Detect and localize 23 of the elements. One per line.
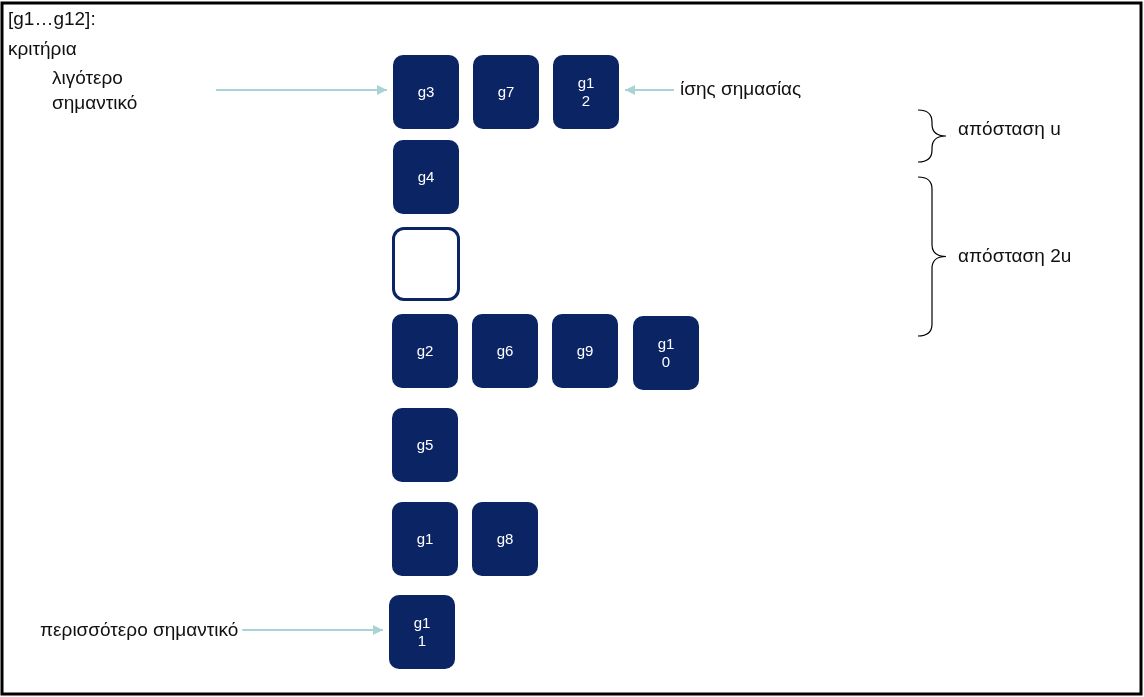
criterion-box: g3 bbox=[393, 55, 459, 129]
criterion-box: g2 bbox=[392, 314, 458, 388]
annotation-text: απόσταση 2u bbox=[958, 245, 1072, 268]
criterion-box: g5 bbox=[392, 408, 458, 482]
criterion-box: g4 bbox=[393, 140, 459, 214]
criterion-box: g1 2 bbox=[553, 55, 619, 129]
arrow bbox=[215, 85, 388, 95]
annotation-text: κριτήρια bbox=[8, 38, 77, 61]
criterion-box: g6 bbox=[472, 314, 538, 388]
annotation-text: [g1…g12]: bbox=[8, 8, 96, 31]
criterion-box: g1 1 bbox=[389, 595, 455, 669]
criterion-box: g1 0 bbox=[633, 316, 699, 390]
criterion-box: g9 bbox=[552, 314, 618, 388]
arrow bbox=[241, 625, 384, 635]
arrow bbox=[624, 85, 675, 95]
criterion-box: g1 bbox=[392, 502, 458, 576]
annotation-text: απόσταση u bbox=[958, 118, 1062, 141]
annotation-text: ίσης σημασίας bbox=[680, 77, 802, 101]
empty-box bbox=[392, 227, 460, 301]
criterion-box: g8 bbox=[472, 502, 538, 576]
annotation-text: περισσότερο σημαντικό bbox=[40, 618, 239, 642]
criterion-box: g7 bbox=[473, 55, 539, 129]
annotation-text: λιγότερο σημαντικό bbox=[52, 66, 139, 115]
